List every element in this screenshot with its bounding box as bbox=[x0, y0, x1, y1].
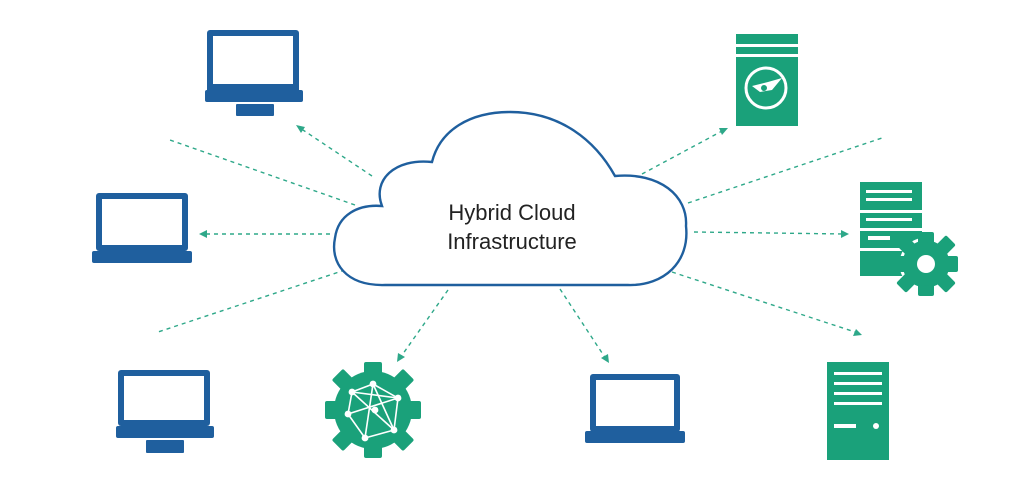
laptop-icon bbox=[585, 374, 685, 443]
network-gear-icon bbox=[325, 362, 421, 458]
laptop-icon bbox=[92, 193, 192, 263]
connector-laptop-bottom-right bbox=[559, 288, 607, 360]
cloud-label: Hybrid Cloud Infrastructure bbox=[420, 198, 604, 256]
connector-network-gear bbox=[399, 289, 449, 359]
connector-server-bottom-right bbox=[671, 271, 859, 334]
connector-left-upper bbox=[169, 139, 356, 206]
arrowhead-icon bbox=[601, 354, 609, 363]
desktop-monitor-icon bbox=[205, 30, 303, 116]
desktop-monitor-icon bbox=[116, 370, 214, 453]
connectors bbox=[157, 125, 883, 363]
arrowhead-icon bbox=[841, 230, 849, 238]
cloud-label-line1: Hybrid Cloud bbox=[448, 200, 576, 225]
cloud-label-line2: Infrastructure bbox=[447, 229, 577, 254]
arrowhead-icon bbox=[853, 329, 862, 336]
connector-server-top-right bbox=[641, 129, 725, 175]
cloud-outline bbox=[332, 110, 688, 287]
connector-left-lower bbox=[157, 269, 346, 333]
connector-right-upper bbox=[687, 137, 883, 204]
server-gear-icon bbox=[860, 182, 958, 296]
arrowhead-icon bbox=[296, 125, 305, 133]
server-tower-icon bbox=[827, 362, 889, 460]
connector-server-gear bbox=[693, 231, 846, 235]
cloud-node bbox=[332, 110, 688, 287]
connector-desktop-top-left bbox=[299, 127, 373, 177]
arrowhead-icon bbox=[199, 230, 207, 238]
arrowhead-icon bbox=[719, 128, 728, 135]
server-icon bbox=[736, 34, 798, 126]
arrowhead-icon bbox=[397, 353, 405, 362]
